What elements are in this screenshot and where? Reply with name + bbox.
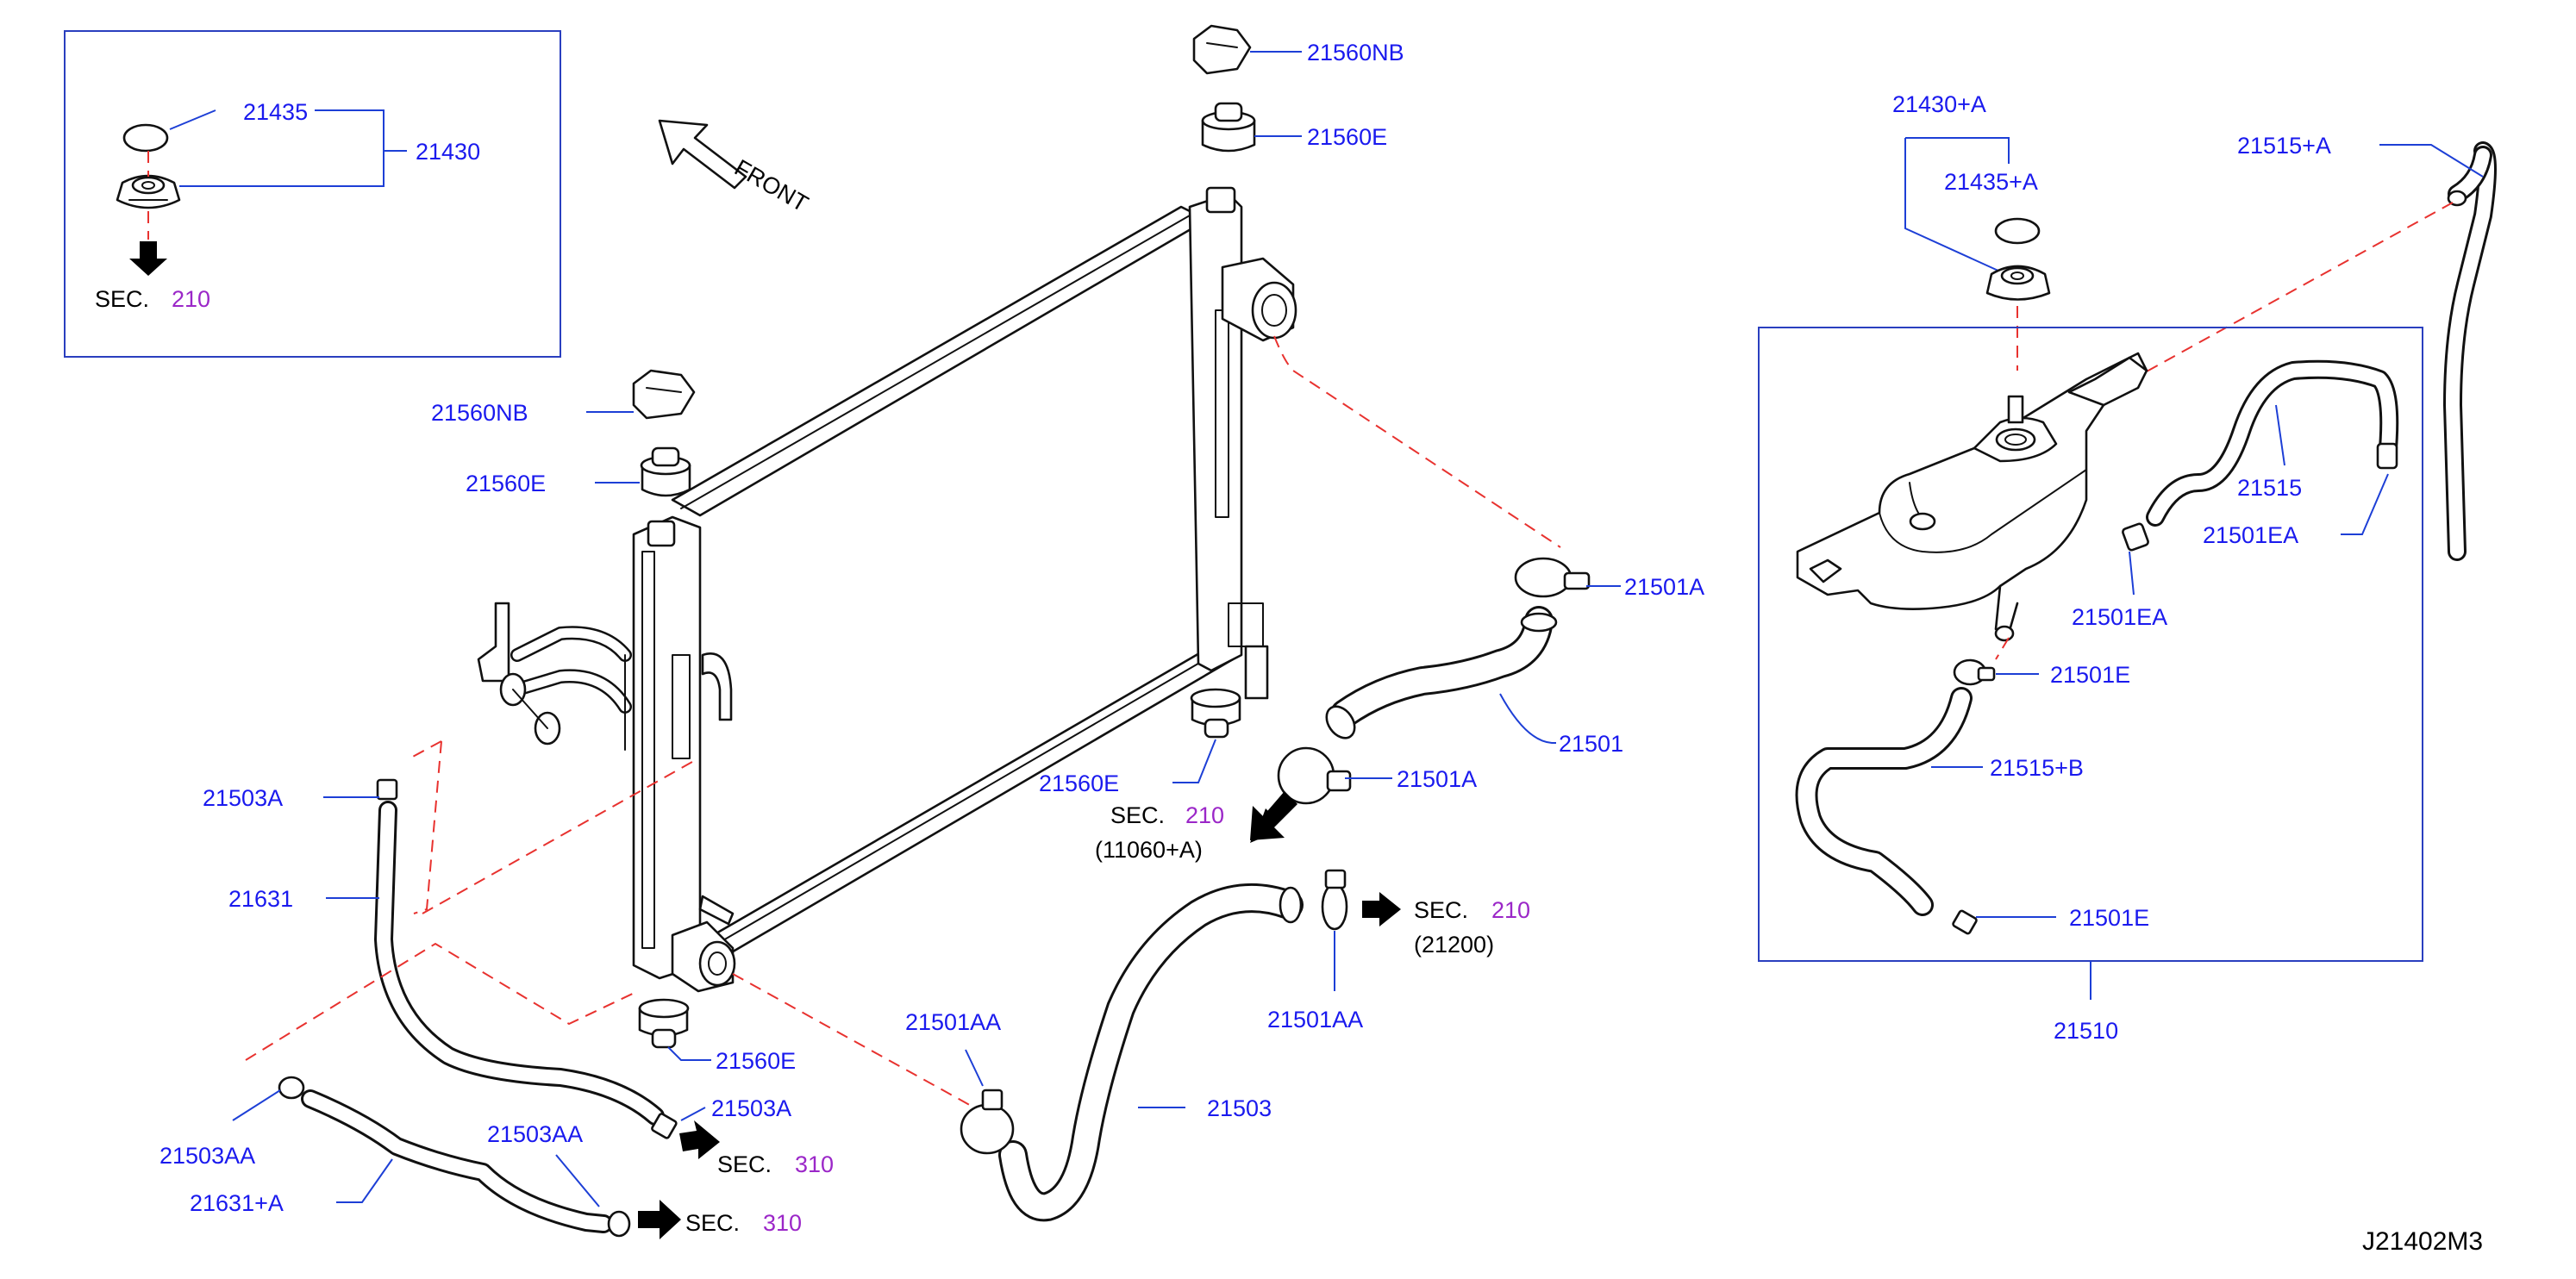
oil-cooler-hose-21631 [374, 801, 665, 1126]
radiator-core [477, 186, 1297, 993]
mount-21560NB-top-left [632, 369, 696, 420]
lower-sec-number: 210 [1491, 897, 1530, 923]
label-21560E-right: 21560E [1307, 124, 1387, 150]
arrow-sec-210-upper-body [1250, 791, 1297, 840]
label-21435-plus-a: 21435+A [1944, 169, 2038, 195]
label-21631: 21631 [228, 886, 293, 912]
gasket-21435 [122, 123, 169, 153]
label-21503AA-left: 21503AA [159, 1143, 255, 1169]
clamp-21501AA-left [960, 1089, 1015, 1155]
clip-21503A-top [376, 778, 398, 801]
clip-21503AA-right [607, 1210, 631, 1238]
oil-sec-b-prefix: SEC. [685, 1210, 740, 1236]
reservoir-cap-group: 21430+A 21435+A [1892, 91, 2051, 371]
label-21510: 21510 [2054, 1018, 2118, 1044]
mount-21560E-bottom-left [638, 998, 690, 1049]
lower-sec-ref: (21200) [1414, 932, 1494, 958]
label-21503A-bottom: 21503A [711, 1095, 791, 1121]
clamp-21501E-top [1953, 658, 1996, 686]
label-21560NB-left: 21560NB [431, 400, 528, 426]
clamp-21501EA-right [2376, 442, 2398, 470]
inset-sec-number: 210 [172, 286, 210, 312]
label-21503: 21503 [1207, 1095, 1272, 1121]
label-21515-plus-a: 21515+A [2237, 133, 2331, 159]
mount-21560E-top-right [1201, 102, 1256, 153]
gasket-21435-plus-a [1994, 217, 2041, 245]
upper-sec-prefix: SEC. [1110, 802, 1165, 828]
label-21503A-top: 21503A [203, 785, 283, 811]
oil-sec-a-prefix: SEC. [717, 1151, 772, 1177]
reservoir-tank-21510 [1796, 352, 2148, 642]
mount-21560E-top-left [640, 446, 691, 497]
label-21501AA-left: 21501AA [905, 1009, 1001, 1035]
label-21501: 21501 [1559, 731, 1623, 757]
hose-21515-plus-b [1795, 687, 1973, 916]
mount-21560E-bottom-right [1190, 688, 1241, 739]
clamp-21501E-bottom [1952, 909, 1978, 935]
arrow-sec-310-b-icon [638, 1200, 681, 1239]
oil-sec-b-number: 310 [763, 1210, 802, 1236]
label-21560E-left: 21560E [466, 471, 546, 496]
hose-21515 [2146, 359, 2399, 527]
label-21501AA-right: 21501AA [1267, 1007, 1363, 1033]
upper-sec-number: 210 [1185, 802, 1224, 828]
arrow-down-icon [129, 241, 167, 276]
label-21631-plus-a: 21631+A [190, 1190, 284, 1216]
label-21515-plus-b: 21515+B [1990, 755, 2084, 781]
oil-sec-a-number: 310 [795, 1151, 834, 1177]
label-21560NB-right: 21560NB [1307, 40, 1404, 66]
label-21501E-bottom: 21501E [2069, 905, 2149, 931]
label-21515: 21515 [2237, 475, 2302, 501]
label-21430: 21430 [416, 139, 480, 165]
label-21503AA-right: 21503AA [487, 1121, 583, 1147]
label-21560E-bottom-left: 21560E [716, 1048, 796, 1074]
oil-cooler-pipe-bracket [477, 602, 632, 751]
label-21501A-lower: 21501A [1397, 766, 1477, 792]
lower-radiator-hose-21503 [998, 883, 1304, 1222]
upper-radiator-hose-21501 [1325, 606, 1558, 739]
clamp-21501AA-right [1321, 869, 1348, 931]
clip-21503A-bottom [651, 1113, 678, 1139]
arrow-sec-210-lower-icon [1362, 892, 1401, 926]
label-21501EA-right: 21501EA [2203, 522, 2298, 548]
overflow-hose-21515-plus-a [2443, 141, 2497, 561]
clamp-21501EA-left [2122, 522, 2149, 552]
front-label: FRONT [730, 154, 813, 216]
clamp-21501A-lower [1277, 746, 1352, 805]
radiator-filler-neck [1221, 257, 1297, 342]
lower-sec-prefix: SEC. [1414, 897, 1468, 923]
label-21501E-top: 21501E [2050, 662, 2130, 688]
label-21430-plus-a: 21430+A [1892, 91, 1986, 117]
upper-sec-ref: (11060+A) [1095, 837, 1203, 863]
label-21435: 21435 [243, 99, 308, 125]
clamp-21501A-upper [1514, 557, 1591, 598]
label-21501EA-left: 21501EA [2072, 604, 2167, 630]
front-direction-indicator: FRONT [658, 119, 813, 217]
front-arrow-icon [658, 119, 747, 190]
radiator-cap-inset: 21435 21430 SEC. 210 [64, 30, 561, 358]
reservoir-cap-21430-plus-a [1985, 265, 2051, 301]
radiator-lower-outlet [671, 920, 736, 993]
oil-cooler-hose-21631-plus-a [301, 1089, 613, 1233]
clip-21503AA-left [278, 1076, 305, 1100]
label-21501A-upper: 21501A [1624, 574, 1704, 600]
radiator-cap-21430 [116, 174, 181, 209]
diagram-id: J21402M3 [2362, 1227, 2483, 1256]
mount-21560NB-top-right [1192, 24, 1252, 75]
arrow-sec-310-a-icon [679, 1120, 720, 1159]
label-21560E-bottom-right: 21560E [1039, 771, 1119, 796]
inset-sec-prefix: SEC. [95, 286, 149, 312]
